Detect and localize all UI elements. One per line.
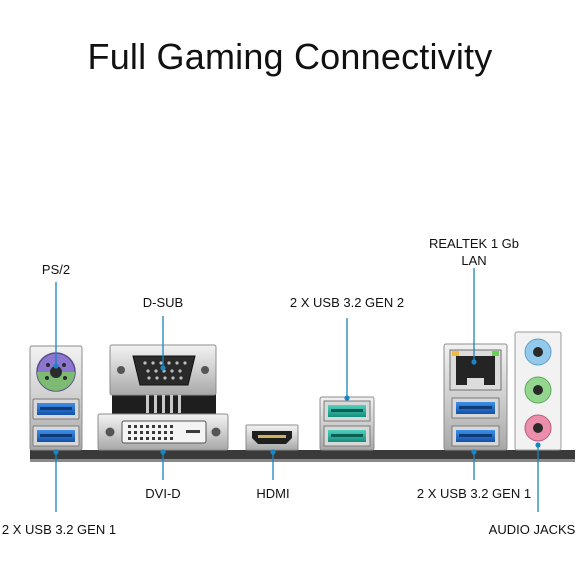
hdmi-label: HDMI	[256, 486, 290, 501]
io-board-base	[30, 450, 575, 459]
usb-gen1-right-label: 2 X USB 3.2 GEN 1	[416, 486, 532, 501]
lan-usb-stack	[443, 343, 508, 451]
dvid-connector	[97, 413, 229, 451]
dvid-label: DVI-D	[145, 486, 181, 501]
usb-gen1-left-label: 2 X USB 3.2 GEN 1	[1, 522, 117, 537]
page-title: Full Gaming Connectivity	[87, 36, 493, 77]
ps2-usb-stack	[29, 345, 83, 451]
audio-jacks-label: AUDIO JACKS	[488, 522, 576, 537]
hdmi-connector	[245, 424, 299, 451]
ps2-label: PS/2	[41, 262, 71, 277]
usb-gen2-label: 2 X USB 3.2 GEN 2	[289, 295, 405, 310]
lan-label: REALTEK 1 Gb LAN	[428, 236, 520, 268]
audio-jack-stack	[514, 331, 562, 451]
dsub-label: D-SUB	[142, 295, 184, 310]
usb-gen2-stack	[319, 396, 375, 451]
